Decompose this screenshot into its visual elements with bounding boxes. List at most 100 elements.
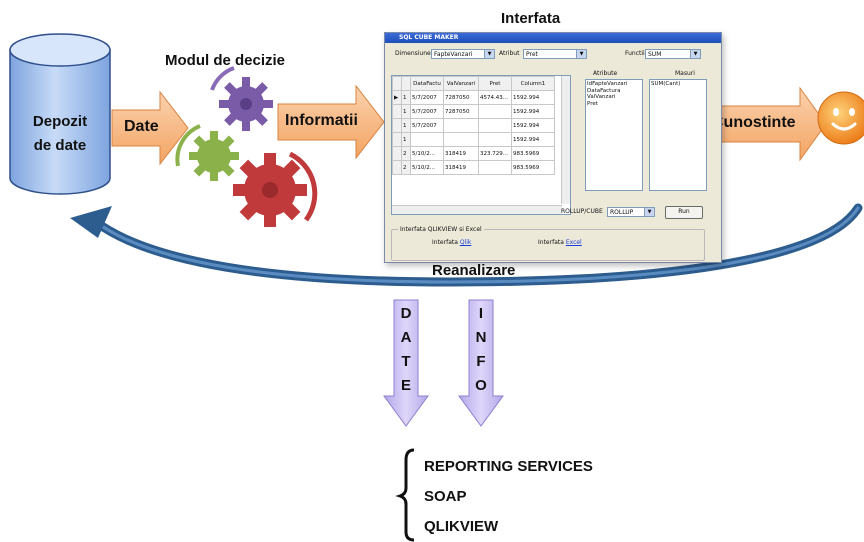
table-cell[interactable]: 1 <box>401 132 411 147</box>
function-select[interactable]: SUM ▼ <box>645 49 701 59</box>
table-header-row: DataFactu ValVanzari Pret Column1 <box>392 76 555 91</box>
rollup-select[interactable]: ROLLUP ▼ <box>607 207 655 217</box>
table-cell[interactable]: 5/7/2007 <box>410 104 444 119</box>
grid-vertical-scrollbar[interactable] <box>561 76 570 204</box>
chevron-down-icon: ▼ <box>690 50 700 58</box>
run-button[interactable]: Run <box>665 206 703 219</box>
table-cell[interactable] <box>478 160 512 175</box>
database-label: Depozit de date <box>10 110 110 158</box>
column-header[interactable]: Pret <box>478 76 512 91</box>
info-letter: O <box>475 377 487 394</box>
excel-link[interactable]: Excel <box>565 239 582 246</box>
attributes-listbox[interactable]: IdFapteVanzari DataFactura ValVanzari Pr… <box>585 79 643 191</box>
qlik-link[interactable]: Qlik <box>459 239 472 246</box>
list-item[interactable]: IdFapteVanzari <box>587 81 628 87</box>
row-selector[interactable] <box>392 160 402 175</box>
info-down-arrow <box>458 299 504 427</box>
info-letters: I N F O <box>471 302 491 398</box>
outputs-list: REPORTING SERVICES SOAP QLIKVIEW <box>424 452 593 542</box>
table-cell[interactable]: 5/10/2... <box>410 146 444 161</box>
output-item: REPORTING SERVICES <box>424 458 593 475</box>
dimension-select[interactable]: FapteVanzari ▼ <box>431 49 495 59</box>
window-titlebar: SQL CUBE MAKER <box>385 33 721 43</box>
output-item: SOAP <box>424 488 467 505</box>
database-label-line2: de date <box>33 137 87 154</box>
date-arrow-label: Date <box>124 118 159 135</box>
measures-header: Masuri <box>675 70 695 77</box>
reanalizare-curve-arrow <box>70 203 863 287</box>
qlik-interface-row: Interfata Qlik <box>432 238 471 248</box>
table-cell[interactable]: 1 <box>401 104 411 119</box>
row-header-corner <box>392 76 402 91</box>
column-header[interactable]: DataFactu <box>410 76 444 91</box>
date-letter: A <box>400 329 412 346</box>
chevron-down-icon: ▼ <box>484 50 494 58</box>
table-cell[interactable]: 983.5969 <box>511 146 555 161</box>
qlik-excel-groupbox: Interfata QLIKVIEW si Excel Interfata Ql… <box>391 225 705 261</box>
table-cell[interactable]: 983.5969 <box>511 160 555 175</box>
list-item[interactable]: SUM(Cant) <box>651 81 681 87</box>
table-cell[interactable] <box>478 104 512 119</box>
chevron-down-icon: ▼ <box>644 208 654 216</box>
output-item: QLIKVIEW <box>424 518 499 535</box>
table-cell[interactable]: 2 <box>401 160 411 175</box>
cunostinte-arrow <box>707 86 827 162</box>
reanalizare-label: Reanalizare <box>432 262 516 279</box>
table-cell[interactable]: 5/7/2007 <box>410 118 444 133</box>
table-cell[interactable]: 2 <box>401 146 411 161</box>
table-cell[interactable]: 7287050 <box>443 90 479 105</box>
date-letters: D A T E <box>396 302 416 398</box>
table-cell[interactable]: 1 <box>401 90 411 105</box>
table-cell[interactable]: 1592.994 <box>511 118 555 133</box>
date-letter: D <box>400 305 412 322</box>
attribute-select[interactable]: Pret ▼ <box>523 49 587 59</box>
cunostinte-arrow-label: Cunostinte <box>712 114 796 131</box>
rollup-label: ROLLUP/CUBE <box>561 208 603 215</box>
row-selector[interactable] <box>392 146 402 161</box>
function-label: Functii <box>625 50 645 57</box>
info-letter: N <box>475 329 487 346</box>
date-letter: T <box>401 353 411 370</box>
table-cell[interactable] <box>443 118 479 133</box>
table-cell[interactable] <box>478 132 512 147</box>
table-row[interactable]: 1 1592.994 <box>392 132 555 147</box>
list-item[interactable]: ValVanzari <box>587 94 616 100</box>
table-cell[interactable]: 4574.43... <box>478 90 512 105</box>
database-cylinder <box>9 33 111 195</box>
row-selector[interactable] <box>392 104 402 119</box>
table-cell[interactable]: 323.729... <box>478 146 512 161</box>
measures-listbox[interactable]: SUM(Cant) <box>649 79 707 191</box>
date-letter: E <box>400 377 411 394</box>
table-cell[interactable]: 1 <box>401 118 411 133</box>
table-cell[interactable]: 1592.994 <box>511 104 555 119</box>
table-cell[interactable]: 5/7/2007 <box>410 90 444 105</box>
table-cell[interactable]: 7287050 <box>443 104 479 119</box>
table-cell[interactable] <box>478 118 512 133</box>
column-header[interactable]: ValVanzari <box>443 76 479 91</box>
interface-title: Interfata <box>501 10 561 27</box>
table-cell[interactable] <box>410 132 444 147</box>
row-selector[interactable] <box>392 118 402 133</box>
grid-horizontal-scrollbar[interactable] <box>392 205 562 214</box>
row-selector[interactable] <box>392 132 402 147</box>
table-cell[interactable]: 318419 <box>443 146 479 161</box>
row-selector[interactable]: ▶ <box>392 90 402 105</box>
table-cell[interactable]: 5/10/2... <box>410 160 444 175</box>
table-cell[interactable]: 1592.994 <box>511 132 555 147</box>
table-cell[interactable]: 318419 <box>443 160 479 175</box>
list-item[interactable]: DataFactura <box>587 87 621 94</box>
excel-prefix: Interfata <box>538 239 564 246</box>
column-header[interactable]: Column1 <box>511 76 555 91</box>
gear-red-icon <box>233 151 318 227</box>
table-cell[interactable]: 1592.994 <box>511 90 555 105</box>
table-cell[interactable] <box>443 132 479 147</box>
list-item[interactable]: Pret <box>587 100 598 107</box>
sql-cube-maker-window: SQL CUBE MAKER Dimensiune FapteVanzari ▼… <box>384 32 722 263</box>
